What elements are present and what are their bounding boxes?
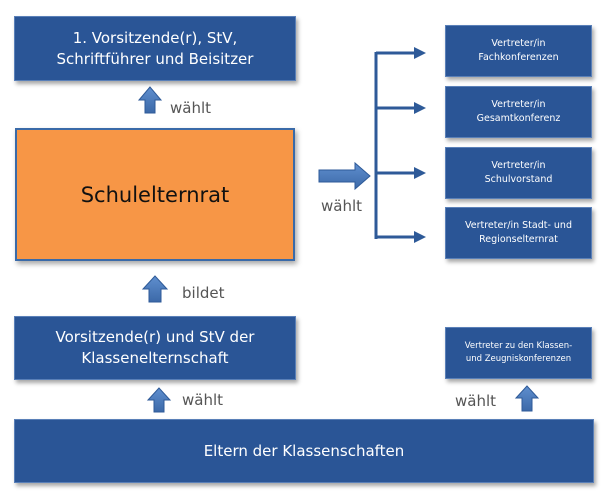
parents-box: Eltern der Klassenschaften (14, 419, 594, 483)
board-line1: 1. Vorsitzende(r), StV, (72, 28, 238, 47)
label-waehlt-top: wählt (170, 99, 212, 117)
rep-schul-line2: Schulvorstand (484, 174, 553, 185)
up-arrow-icon (146, 387, 172, 413)
right-arrow-icon (318, 161, 371, 191)
rep-schul-line1: Vertreter/in (491, 160, 546, 171)
branch-arrow-icon (376, 102, 426, 114)
up-arrow-icon (137, 86, 163, 114)
branch-arrow-icon (376, 231, 426, 243)
branch-arrow-icon (376, 47, 426, 59)
rep-klassen-line1: Vertreter zu den Klassen- (464, 341, 573, 351)
rep-stadt-line1: Vertreter/in Stadt- und (465, 220, 572, 231)
class-chair-line2: Klassenelternschaft (81, 349, 229, 367)
schulelternrat-box: Schulelternrat (15, 128, 295, 261)
rep-fach-line2: Fachkonferenzen (478, 52, 559, 63)
label-waehlt-bottom-right: wählt (455, 392, 497, 410)
branch-arrow-icon (376, 167, 426, 179)
rep-gesamt-line2: Gesamtkonferenz (476, 113, 561, 124)
board-box: 1. Vorsitzende(r), StV, Schriftführer un… (14, 16, 296, 81)
rep-fachkonferenzen-box: Vertreter/in Fachkonferenzen (445, 25, 592, 77)
label-waehlt-bottom: wählt (182, 391, 224, 409)
rep-stadt-regionselternrat-box: Vertreter/in Stadt- und Regionselternrat (445, 207, 592, 259)
up-arrow-icon (514, 385, 540, 412)
board-line2: Schriftführer und Beisitzer (56, 49, 254, 68)
rep-fach-line1: Vertreter/in (491, 38, 546, 49)
rep-klassen-line2: und Zeugniskonferenzen (465, 354, 572, 364)
label-waehlt-right: wählt (321, 197, 363, 215)
class-parents-chair-box: Vorsitzende(r) und StV der Klasseneltern… (14, 316, 296, 380)
rep-gesamt-line1: Vertreter/in (491, 99, 546, 110)
rep-gesamtkonferenz-box: Vertreter/in Gesamtkonferenz (445, 86, 592, 138)
rep-stadt-line2: Regionselternrat (479, 234, 558, 245)
up-arrow-icon (141, 275, 169, 303)
schulelternrat-label: Schulelternrat (80, 182, 230, 207)
rep-klassen-zeugniskonferenzen-box: Vertreter zu den Klassen- und Zeugniskon… (445, 327, 592, 379)
parents-label: Eltern der Klassenschaften (203, 442, 405, 460)
label-bildet: bildet (182, 284, 225, 302)
rep-schulvorstand-box: Vertreter/in Schulvorstand (445, 147, 592, 199)
class-chair-line1: Vorsitzende(r) und StV der (55, 328, 255, 346)
